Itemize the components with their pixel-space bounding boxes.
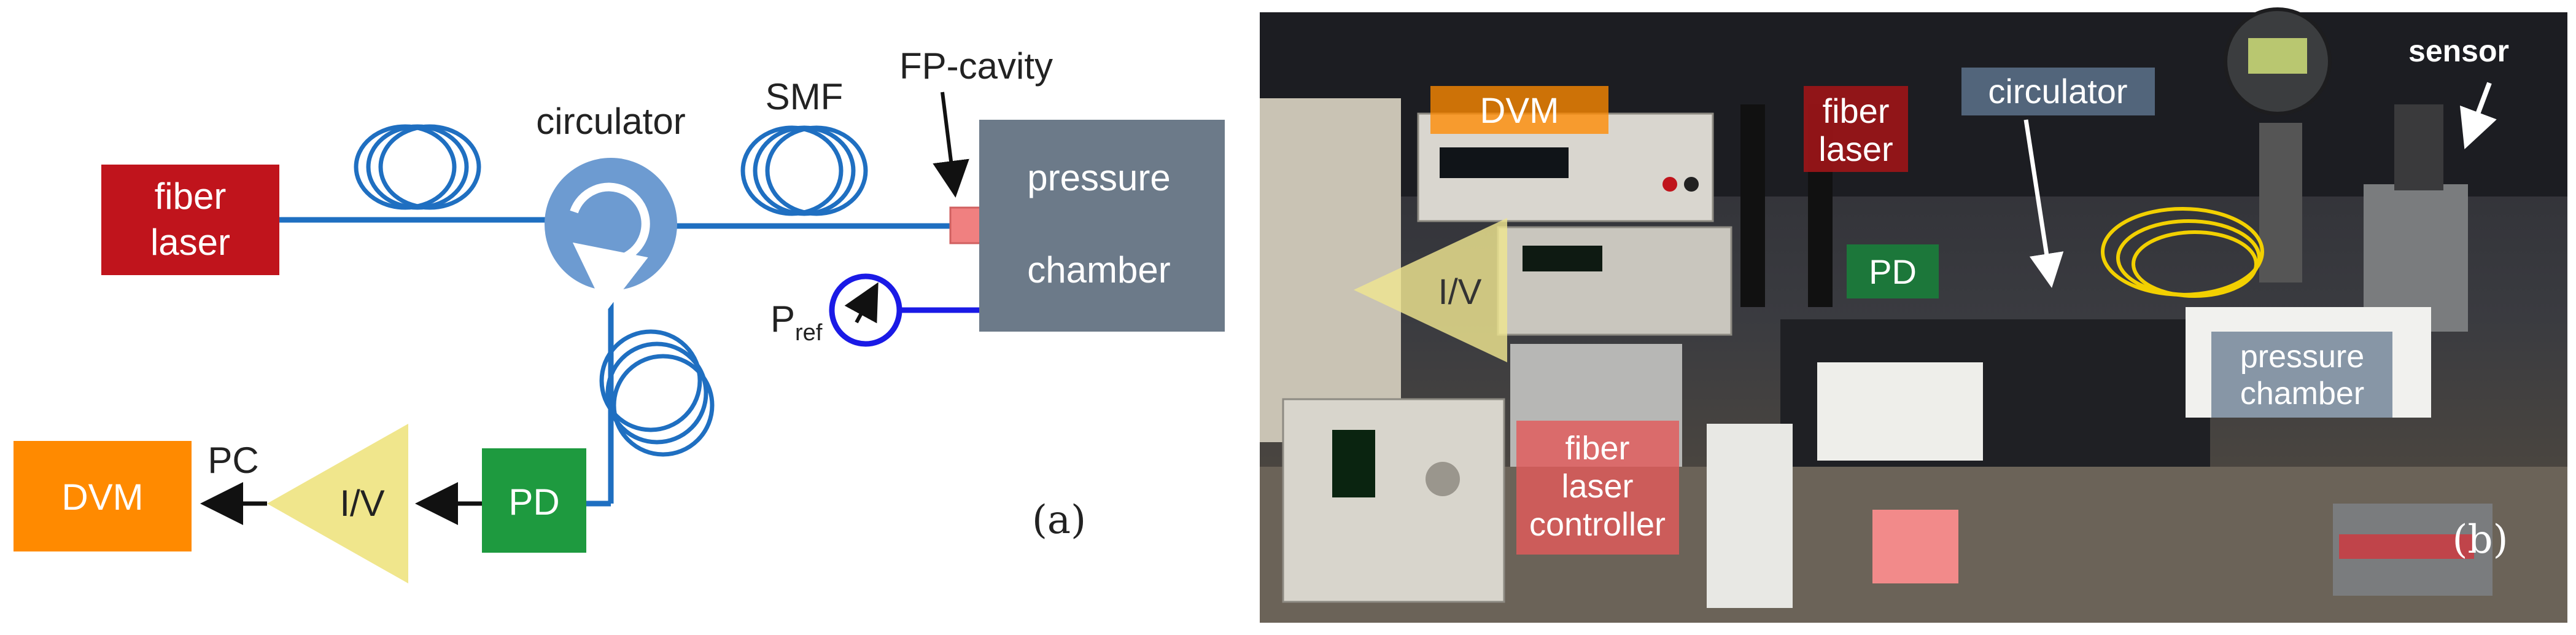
power-supply-display: [1523, 246, 1602, 271]
panel-b-photo: DVM fiber laser circulator sensor I/V PD…: [1260, 7, 2567, 623]
multimeter-screen: [1440, 147, 1569, 178]
panel-a-label: (a): [1032, 497, 1086, 543]
fiber-laser-controller-tag-label-2: laser: [1561, 468, 1633, 505]
multimeter-terminal: [1684, 177, 1699, 192]
fiber-laser-controller-tag: [1516, 421, 1679, 555]
iv-label: I/V: [339, 483, 384, 524]
circulator-tag: [1961, 68, 2155, 115]
iv-tag: [1354, 218, 1507, 362]
pink-paper: [1872, 510, 1958, 583]
pressure-chamber-device: [2394, 104, 2443, 190]
fiber-coil-smf: [740, 125, 868, 216]
circulator-symbol: [545, 158, 677, 290]
pd-label: PD: [508, 481, 559, 523]
circulator-arrow-icon: [570, 182, 650, 312]
fiber-laser-controller-tag-label-1: fiber: [1565, 430, 1629, 467]
photo-left-wall: [1260, 98, 1401, 442]
pd-box: [482, 448, 586, 553]
fiber-coil-1: [354, 124, 481, 210]
pressure-gauge-screen: [2248, 38, 2307, 74]
smf-label: SMF: [766, 76, 844, 117]
circulator-pointer-arrow: [2023, 119, 2064, 288]
gauge-needle: [844, 282, 879, 324]
panel-a-schematic: fiber laser circulator SMF FP-cavity pre…: [14, 45, 1225, 583]
iv-tag-label: I/V: [1438, 272, 1482, 312]
fiber-coil-3: [599, 329, 715, 457]
fiber-laser-tag: [1804, 86, 1908, 172]
pc-label: PC: [208, 440, 258, 481]
pressure-chamber-box: [979, 120, 1225, 332]
panel-b-label: (b): [2453, 517, 2508, 563]
sensor-tag-label: sensor: [2408, 34, 2509, 68]
white-box: [1707, 424, 1793, 608]
fp-cavity-label: FP-cavity: [899, 45, 1053, 87]
post-mount: [1740, 104, 1765, 307]
pressure-chamber-label-2: chamber: [1027, 249, 1170, 290]
fiber-laser-controller-tag-label-3: controller: [1529, 506, 1666, 543]
fiber-laser-tag-label-2: laser: [1818, 130, 1893, 168]
pressure-gauge-stem: [2259, 123, 2302, 282]
pd-tag: [1847, 244, 1939, 298]
pressure-chamber-tag-label-1: pressure: [2240, 339, 2364, 375]
fp-cavity-arrow: [933, 92, 969, 198]
fiber-laser-label-1: fiber: [155, 176, 227, 217]
pressure-chamber-tag: [2211, 332, 2392, 418]
power-supply-device: [1497, 226, 1732, 336]
dvm-tag: [1430, 86, 1608, 134]
circulator-tag-label: circulator: [1988, 72, 2127, 111]
white-box: [1817, 362, 1983, 461]
yellow-fiber-bundle: [2101, 207, 2264, 298]
fp-cavity-box: [949, 206, 983, 244]
sensor-pointer-arrow: [2459, 82, 2497, 149]
pressure-chamber-label-1: pressure: [1027, 157, 1170, 198]
pref-label: Pref: [770, 298, 823, 346]
laser-controller-display: [1332, 430, 1375, 497]
laser-controller-knob: [1426, 462, 1460, 496]
fiber-laser-label-2: laser: [150, 222, 230, 263]
color-strip: [2339, 534, 2474, 559]
gauge-icon: [829, 273, 902, 347]
fiber-laser-tag-label-1: fiber: [1823, 92, 1890, 130]
circulator-label: circulator: [536, 101, 685, 142]
multimeter-terminal: [1662, 177, 1677, 192]
fiber-lines: [279, 217, 955, 507]
laser-controller-device: [1282, 398, 1505, 603]
fiber-laser-box: [101, 165, 279, 275]
dvm-label: DVM: [61, 477, 143, 518]
pd-tag-label: PD: [1869, 252, 1917, 291]
dvm-tag-label: DVM: [1480, 91, 1559, 131]
dvm-box: [14, 441, 192, 551]
iv-amplifier: [267, 424, 408, 583]
pressure-chamber-tag-label-2: chamber: [2240, 376, 2364, 411]
